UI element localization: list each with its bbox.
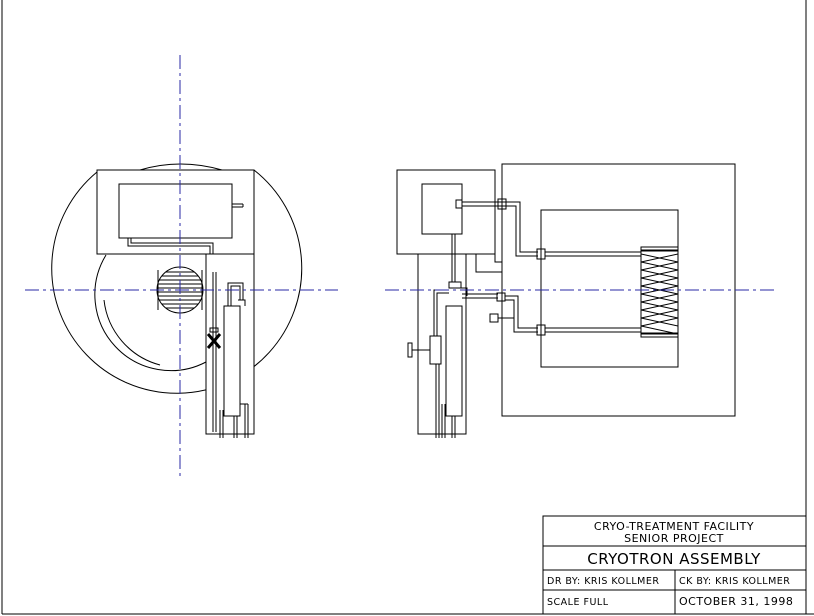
cryo-coil xyxy=(640,249,679,335)
date-label: OCTOBER 31, 1998 xyxy=(679,595,793,608)
coil-windings xyxy=(641,253,678,334)
checked-by: CK BY: KRIS KOLLMER xyxy=(679,576,790,587)
title-block: CRYO-TREATMENT FACILITY SENIOR PROJECT C… xyxy=(542,515,807,615)
front-centerlines xyxy=(25,55,338,478)
heat-exchanger xyxy=(223,305,241,417)
side-upper-housing xyxy=(396,169,496,255)
front-view xyxy=(51,163,303,438)
valve-handle-icon xyxy=(411,343,430,357)
inner-circle xyxy=(94,254,207,372)
outer-circle-top xyxy=(139,163,223,171)
scale-label: SCALE FULL xyxy=(547,597,609,608)
drawing-title: CRYOTRON ASSEMBLY xyxy=(587,550,761,568)
drawn-by: DR BY: KRIS KOLLMER xyxy=(547,576,659,587)
outer-circle xyxy=(51,169,303,394)
upper-housing xyxy=(96,169,255,255)
facility-line2: SENIOR PROJECT xyxy=(624,532,724,545)
side-reservoir xyxy=(421,183,463,235)
side-view xyxy=(396,163,736,438)
side-heat-exchanger xyxy=(445,305,463,417)
reservoir xyxy=(118,183,233,239)
facility-line1: CRYO-TREATMENT FACILITY xyxy=(594,520,754,533)
valve-icon xyxy=(206,333,222,349)
